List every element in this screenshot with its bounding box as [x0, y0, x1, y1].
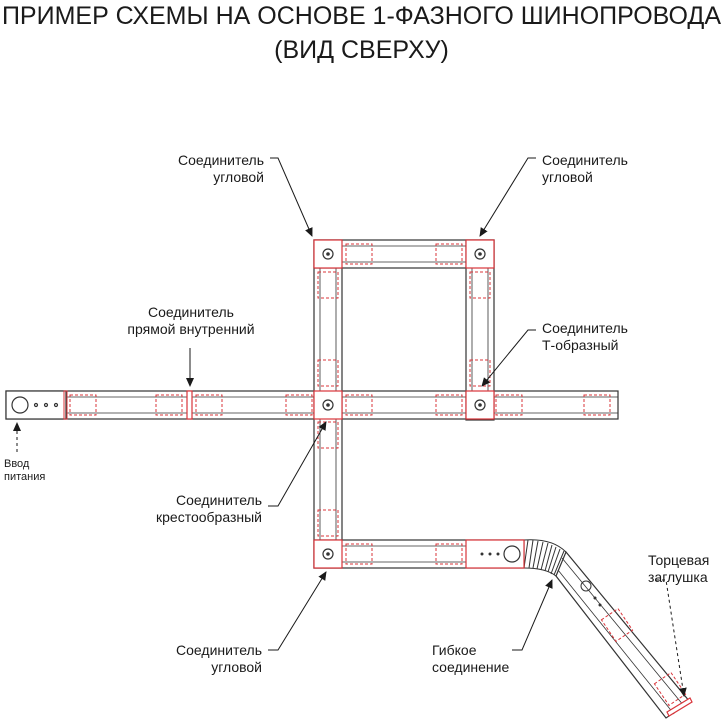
label-cross-line2: крестообразный — [156, 509, 262, 525]
straight-internal-connector — [186, 390, 193, 420]
connector-cross — [313, 390, 343, 420]
label-straight-internal-line2: прямой внутренний — [127, 321, 255, 337]
label-corner-top-left-line1: Соединитель — [178, 152, 264, 168]
connector-corner-top-left — [313, 239, 343, 269]
label-corner-top-right-line2: угловой — [542, 169, 593, 185]
end-cap — [666, 697, 693, 717]
diagonal-plate-holes — [580, 580, 602, 607]
label-cross: Соединитель крестообразный — [112, 492, 262, 526]
connector-corner-bottom — [313, 539, 343, 569]
diagonal-track — [555, 550, 691, 719]
connector-t-shaped — [465, 390, 495, 420]
label-corner-top-left: Соединитель угловой — [140, 152, 264, 186]
label-end-cap-line1: Торцевая — [648, 552, 710, 568]
label-corner-top-right-line1: Соединитель — [542, 152, 628, 168]
diagram-title: ПРИМЕР СХЕМЫ НА ОСНОВЕ 1-ФАЗНОГО ШИНОПРО… — [1, 2, 722, 30]
flexible-connection-plate — [465, 539, 525, 569]
label-corner-top-left-line2: угловой — [213, 169, 264, 185]
label-power-input-line2: питания — [4, 471, 46, 483]
label-corner-top-right: Соединитель угловой — [542, 152, 628, 186]
label-straight-internal: Соединитель прямой внутренний — [116, 304, 266, 338]
label-flexible-line1: Гибкое — [432, 642, 477, 658]
label-end-cap-line2: заглушка — [648, 569, 708, 585]
label-t-shaped: Соединитель Т-образный — [542, 320, 628, 354]
flexible-connection — [523, 539, 567, 577]
label-flexible: Гибкое соединение — [432, 642, 509, 676]
label-cross-line1: Соединитель — [176, 492, 262, 508]
pointer-arrows — [186, 157, 687, 697]
label-power-input-line1: Ввод — [4, 458, 30, 470]
label-t-shaped-line2: Т-образный — [542, 337, 619, 353]
power-input-block — [5, 390, 68, 420]
label-corner-bottom-line2: угловой — [211, 659, 262, 675]
label-flexible-line2: соединение — [432, 659, 510, 675]
dashed-inserts — [69, 243, 687, 707]
label-straight-internal-line1: Соединитель — [148, 304, 234, 320]
connector-corner-top-right — [465, 239, 495, 269]
label-t-shaped-line1: Соединитель — [542, 320, 628, 336]
diagram-subtitle: (ВИД СВЕРХУ) — [274, 36, 449, 64]
label-corner-bottom-line1: Соединитель — [176, 642, 262, 658]
label-end-cap: Торцевая заглушка — [648, 552, 709, 586]
label-corner-bottom: Соединитель угловой — [140, 642, 262, 676]
label-power-input: Ввод питания — [4, 458, 45, 484]
